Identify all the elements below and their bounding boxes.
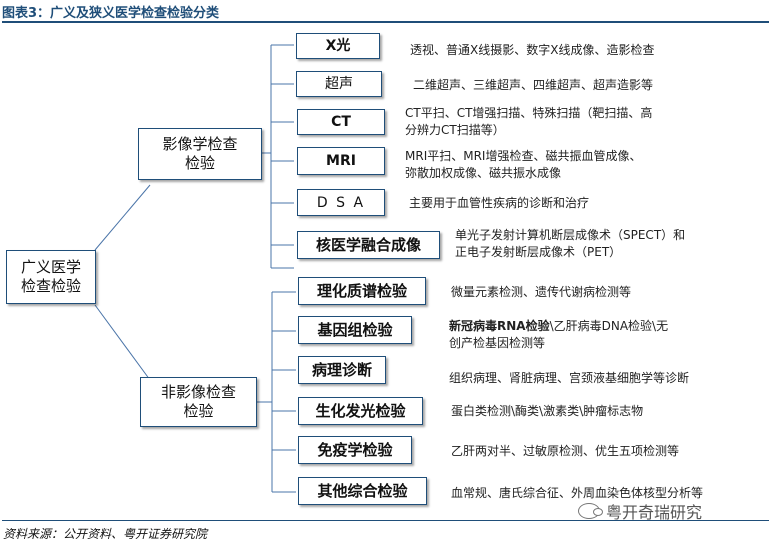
- root-to-nonimaging-line: [94, 304, 151, 381]
- imaging-item-mri: MRI: [297, 147, 385, 175]
- nonimaging-item-biochem: 生化发光检验: [298, 397, 423, 425]
- imaging-item-ct: CT: [297, 109, 385, 135]
- nonimaging-desc-genome: 新冠病毒RNA检验\乙肝病毒DNA检验\无 创产检基因检测等: [449, 318, 668, 352]
- imaging-brace: [262, 44, 294, 269]
- figure-title: 图表3：广义及狭义医学检查检验分类: [2, 6, 220, 21]
- imaging-item-nuclear: 核医学融合成像: [297, 231, 440, 259]
- nonimaging-item-physchem: 理化质谱检验: [298, 277, 426, 305]
- imaging-item-label: 超声: [325, 76, 353, 92]
- imaging-item-label: X光: [325, 38, 351, 54]
- imaging-desc-ultrasound: 二维超声、三维超声、四维超声、超声造影等: [413, 78, 654, 92]
- nonimaging-desc-other: 血常规、唐氏综合征、外周血染色体核型分析等: [451, 486, 704, 500]
- imaging-item-xray: X光: [296, 33, 380, 59]
- nonimaging-desc-biochem: 蛋白类检测\酶类\激素类\肿瘤标志物: [451, 404, 644, 418]
- nonimaging-item-label: 病理诊断: [311, 361, 372, 379]
- nonimaging-category-label: 非影像检查 检验: [160, 383, 236, 420]
- nonimaging-item-other: 其他综合检验: [298, 477, 427, 505]
- root-to-imaging-line: [94, 184, 151, 251]
- wechat-icon: [578, 503, 603, 519]
- imaging-item-dsa: D S A: [297, 189, 385, 216]
- imaging-desc-ct: CT平扫、CT增强扫描、特殊扫描（靶扫描、高 分辨力CT扫描等）: [405, 106, 653, 137]
- imaging-category-label: 影像学检查 检验: [162, 135, 238, 172]
- imaging-category-box: 影像学检查 检验: [138, 128, 262, 180]
- imaging-item-label: 核医学融合成像: [315, 236, 421, 254]
- imaging-desc-nuclear: 单光子发射计算机断层成像术（SPECT）和 正电子发射断层成像术（PET）: [455, 228, 686, 259]
- watermark: 粤开奇瑞研究: [578, 499, 702, 523]
- source-note: 资料来源：公开资料、粤开证券研究院: [3, 527, 208, 541]
- nonimaging-desc-pathology: 组织病理、肾脏病理、宫颈液基细胞学等诊断: [449, 371, 690, 385]
- genome-desc-highlight: 新冠病毒RNA检验: [449, 319, 550, 333]
- nonimaging-item-label: 免疫学检验: [317, 441, 393, 459]
- nonimaging-item-label: 理化质谱检验: [316, 282, 407, 300]
- imaging-item-label: D S A: [316, 194, 366, 211]
- imaging-item-label: MRI: [326, 153, 356, 169]
- imaging-item-ultrasound: 超声: [296, 71, 382, 97]
- nonimaging-item-immuno: 免疫学检验: [298, 436, 412, 464]
- title-rule: [2, 21, 769, 23]
- root-label: 广义医学 检查检验: [20, 258, 81, 295]
- watermark-text: 粤开奇瑞研究: [606, 503, 703, 522]
- imaging-desc-dsa: 主要用于血管性疾病的诊断和治疗: [409, 196, 590, 210]
- imaging-desc-xray: 透视、普通X线摄影、数字X线成像、造影检查: [410, 43, 655, 57]
- nonimaging-desc-physchem: 微量元素检测、遗传代谢病检测等: [451, 285, 632, 299]
- nonimaging-brace: [257, 291, 296, 493]
- nonimaging-item-pathology: 病理诊断: [298, 356, 386, 384]
- nonimaging-item-label: 生化发光检验: [315, 402, 406, 420]
- nonimaging-item-label: 基因组检验: [317, 321, 393, 339]
- imaging-desc-mri: MRI平扫、MRI增强检查、磁共振血管成像、 弥散加权成像、磁共振水成像: [405, 149, 642, 180]
- nonimaging-item-genome: 基因组检验: [298, 316, 412, 344]
- nonimaging-desc-immuno: 乙肝两对半、过敏原检测、优生五项检测等: [451, 444, 680, 458]
- nonimaging-category-box: 非影像检查 检验: [140, 377, 257, 427]
- imaging-item-label: CT: [331, 114, 351, 130]
- footer-rule: [2, 520, 769, 521]
- nonimaging-item-label: 其他综合检验: [317, 482, 408, 500]
- genome-desc-rest: \乙肝病毒DNA检验\无 创产检基因检测等: [449, 319, 669, 350]
- root-box: 广义医学 检查检验: [6, 250, 96, 304]
